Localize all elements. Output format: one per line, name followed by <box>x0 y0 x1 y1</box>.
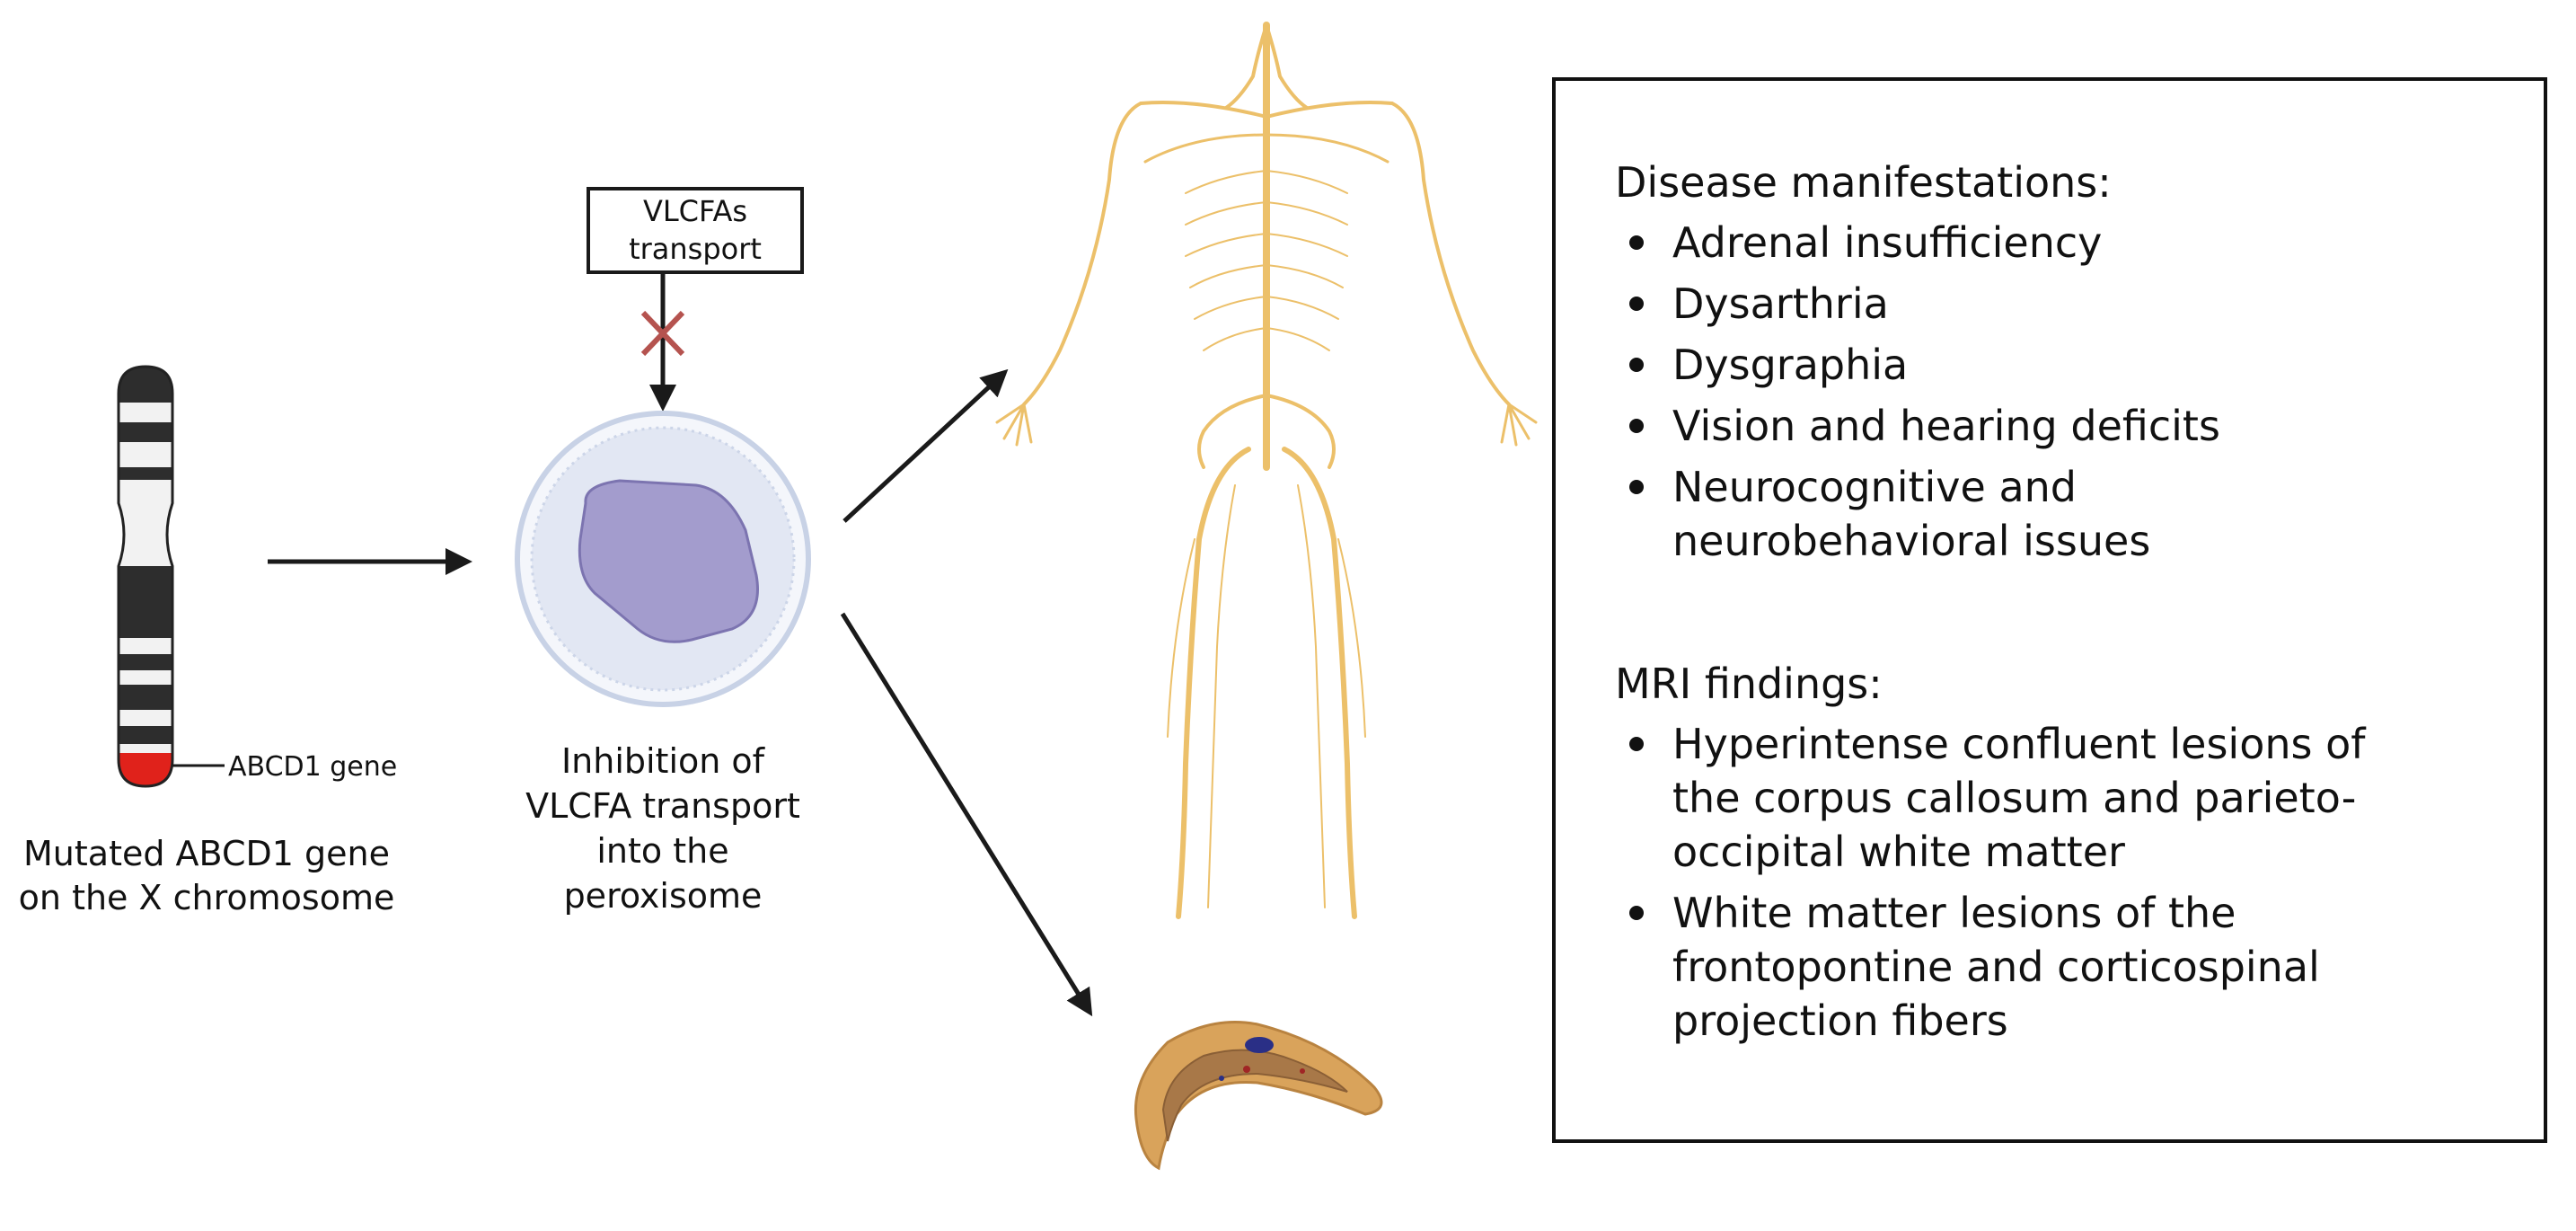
bullet-icon <box>1629 480 1644 494</box>
bullet-icon <box>1629 906 1644 920</box>
inhibition-cross-icon <box>640 310 685 357</box>
adrenal-gland-icon <box>1134 1021 1383 1171</box>
bullet-icon <box>1629 297 1644 311</box>
nervous-system-icon <box>995 22 1538 919</box>
arrow-to-nervous-system <box>842 368 1009 523</box>
manifestations-box: Disease manifestations: Adrenal insuffic… <box>1552 77 2547 1143</box>
list-item: White matter lesions of the frontopontin… <box>1613 886 2409 1048</box>
transport-box-label: VLCFAs transport <box>629 194 762 266</box>
mri-findings-title: MRI findings: <box>1615 660 1883 708</box>
transport-box <box>587 187 804 274</box>
disease-manifestations-title: Disease manifestations: <box>1615 158 2112 207</box>
chromosome-caption: Mutated ABCD1 gene on the X chromosome <box>18 834 395 918</box>
gene-label: ABCD1 gene <box>228 751 398 783</box>
bullet-icon <box>1629 737 1644 751</box>
list-item: Dysgraphia <box>1613 338 2422 392</box>
disease-manifestations-list: Adrenal insufficiency Dysarthria Dysgrap… <box>1613 216 2422 575</box>
peroxisome-icon <box>515 411 811 707</box>
bullet-icon <box>1629 419 1644 433</box>
list-item: Adrenal insufficiency <box>1613 216 2422 270</box>
x-chromosome-icon <box>117 365 225 788</box>
list-item: Neurocognitive and neurobehavioral issue… <box>1613 460 2175 568</box>
bullet-icon <box>1629 235 1644 250</box>
bullet-icon <box>1629 358 1644 372</box>
arrow-to-adrenal-gland <box>840 612 1093 1017</box>
list-item: Dysarthria <box>1613 277 2422 331</box>
list-item: Vision and hearing deficits <box>1613 399 2422 453</box>
list-item: Hyperintense confluent lesions of the co… <box>1613 717 2409 879</box>
peroxisome-caption: Inhibition of VLCFA transport into the p… <box>525 741 800 916</box>
mri-findings-list: Hyperintense confluent lesions of the co… <box>1613 717 2422 1055</box>
